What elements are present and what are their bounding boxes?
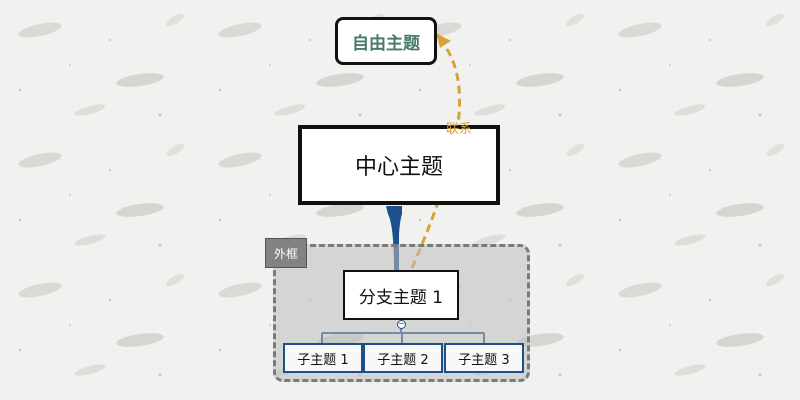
subtopic-1[interactable]: 子主题 1 <box>283 343 363 373</box>
central-topic[interactable]: 中心主题 <box>298 125 500 205</box>
subtopic-3[interactable]: 子主题 3 <box>444 343 524 373</box>
collapse-toggle-icon[interactable]: − <box>397 319 406 329</box>
relationship-arrowhead <box>436 33 451 48</box>
free-topic[interactable]: 自由主题 <box>335 17 437 65</box>
branch-topic[interactable]: 分支主题 1 <box>343 270 459 320</box>
boundary-label[interactable]: 外框 <box>265 238 307 268</box>
relationship-label[interactable]: 联系 <box>446 122 473 137</box>
subtopic-2[interactable]: 子主题 2 <box>363 343 443 373</box>
